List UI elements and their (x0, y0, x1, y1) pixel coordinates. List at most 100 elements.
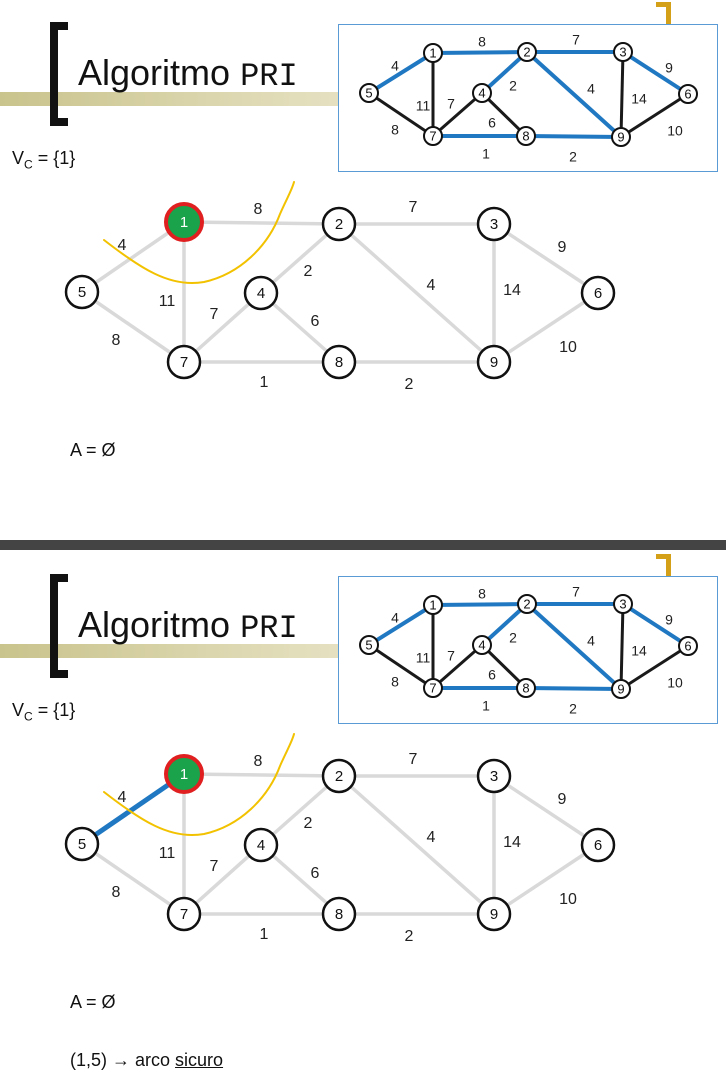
weight-1-2: 8 (254, 753, 263, 770)
thumb-node-label-5: 5 (365, 637, 372, 652)
node-label-2: 2 (335, 768, 343, 785)
node-9 (476, 344, 512, 380)
weight-3-6: 9 (558, 791, 567, 808)
cut-line (103, 733, 295, 837)
thumb-node-6 (678, 84, 698, 104)
thumb-node-label-1: 1 (429, 45, 436, 60)
weight-4-7: 7 (210, 306, 219, 323)
node-label-5: 5 (78, 836, 86, 853)
thumb-weight-5-7: 8 (391, 674, 399, 690)
thumb-weight-2-9: 4 (587, 633, 595, 649)
thumb-edge-4-8 (480, 91, 528, 138)
thumb-edge-2-4 (480, 602, 529, 647)
vc-letter: V (12, 700, 25, 720)
thumb-weight-2-3: 7 (572, 32, 580, 48)
weight-7-8: 1 (260, 926, 269, 943)
slide-title: Algoritmo PRI (78, 52, 298, 95)
thumb-weight-3-9: 14 (631, 91, 647, 107)
node-label-6: 6 (594, 285, 602, 302)
thumb-weight-8-9: 2 (569, 701, 577, 717)
thumb-node-3 (613, 594, 633, 614)
thumb-weight-2-4: 2 (509, 78, 517, 94)
weight-2-9: 4 (427, 829, 436, 846)
safe-word: sicuro (175, 1050, 224, 1070)
thumb-node-label-7: 7 (429, 680, 436, 695)
edge-2-4 (259, 222, 341, 295)
node-2 (321, 206, 357, 242)
weight-3-9: 14 (503, 834, 521, 851)
thumb-node-label-7: 7 (429, 128, 436, 143)
a-set-label: A = Ø (70, 440, 116, 460)
thumb-edge-8-9 (525, 686, 622, 691)
thumb-node-label-4: 4 (478, 637, 485, 652)
thumb-weight-1-5: 4 (391, 610, 399, 626)
thumb-edge-6-9 (620, 644, 689, 691)
weight-2-3: 7 (409, 199, 418, 216)
thumb-node-5 (359, 635, 379, 655)
thumb-weight-8-9: 2 (569, 149, 577, 165)
node-label-1: 1 (180, 766, 188, 783)
thumb-weight-1-5: 4 (391, 58, 399, 74)
a-set-label: A = Ø (70, 992, 116, 1012)
weight-1-7: 11 (159, 845, 176, 862)
thumb-weight-6-9: 10 (667, 675, 683, 691)
thumb-node-label-8: 8 (522, 680, 529, 695)
node-label-3: 3 (490, 768, 498, 785)
edge-2-9 (337, 222, 496, 364)
thumb-edge-2-9 (525, 602, 623, 691)
weight-6-9: 10 (559, 339, 577, 356)
node-label-7: 7 (180, 906, 188, 923)
weight-4-7: 7 (210, 858, 219, 875)
thumb-node-9 (611, 127, 631, 147)
edge-1-5 (81, 220, 185, 294)
edge-2-4 (259, 774, 341, 847)
thumb-weight-2-3: 7 (572, 584, 580, 600)
edge-4-8 (259, 291, 341, 364)
node-8 (321, 344, 357, 380)
node-label-3: 3 (490, 216, 498, 233)
node-6 (580, 827, 616, 863)
node-6 (580, 275, 616, 311)
weight-2-3: 7 (409, 751, 418, 768)
thumb-node-label-6: 6 (684, 638, 691, 653)
thumb-edge-3-9 (619, 603, 625, 690)
thumb-node-6 (678, 636, 698, 656)
thumb-edge-5-7 (368, 91, 434, 138)
thumb-node-label-3: 3 (619, 44, 626, 59)
node-label-1: 1 (180, 214, 188, 231)
thumb-weight-3-6: 9 (665, 60, 673, 76)
node-9 (476, 896, 512, 932)
thumb-edge-1-5 (367, 603, 435, 647)
thumb-node-4 (472, 635, 492, 655)
thumb-edge-1-5 (367, 51, 435, 95)
cut-line (103, 181, 295, 285)
node-1 (164, 754, 204, 794)
thumb-edge-1-2 (432, 50, 528, 55)
thumb-weight-1-7: 11 (416, 650, 431, 666)
thumb-node-label-5: 5 (365, 85, 372, 100)
thumb-node-label-4: 4 (478, 85, 485, 100)
thumb-node-7 (423, 678, 443, 698)
edge-5-7 (81, 290, 185, 364)
thumb-weight-2-4: 2 (509, 630, 517, 646)
thumb-node-1 (423, 595, 443, 615)
vc-value: = {1} (37, 700, 76, 720)
edge-3-6 (493, 222, 599, 295)
thumb-edge-2-4 (480, 50, 529, 95)
thumb-weight-3-6: 9 (665, 612, 673, 628)
thumb-node-3 (613, 42, 633, 62)
node-label-5: 5 (78, 284, 86, 301)
thumb-weight-3-9: 14 (631, 643, 647, 659)
thumb-node-9 (611, 679, 631, 699)
slide-title: Algoritmo PRI (78, 604, 298, 647)
title-word: Algoritmo (78, 52, 231, 93)
thumb-node-8 (516, 678, 536, 698)
thumb-node-7 (423, 126, 443, 146)
thumb-node-label-2: 2 (523, 44, 530, 59)
thumb-node-label-9: 9 (617, 129, 624, 144)
node-label-9: 9 (490, 906, 498, 923)
node-label-8: 8 (335, 354, 343, 371)
